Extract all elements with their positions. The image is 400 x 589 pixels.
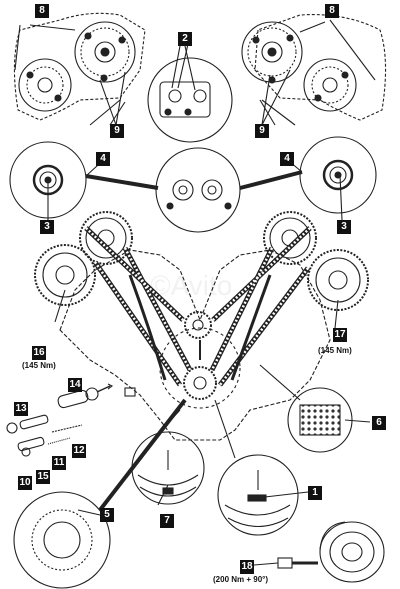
callout-4-left: 4 bbox=[96, 152, 110, 166]
right-camshaft-seal-detail bbox=[299, 136, 377, 214]
callout-16: 16 bbox=[32, 346, 46, 360]
callout-12: 12 bbox=[72, 444, 86, 458]
callout-18: 18 bbox=[240, 560, 254, 574]
torque-17: (145 Nm) bbox=[318, 346, 352, 355]
callout-9-right: 9 bbox=[255, 124, 269, 138]
timing-chains bbox=[84, 226, 312, 387]
callout-3-left: 3 bbox=[40, 220, 54, 234]
crank-sprocket-marks-detail bbox=[13, 398, 187, 589]
callout-17: 17 bbox=[333, 328, 347, 342]
crankshaft-sprocket bbox=[183, 366, 217, 400]
callout-5: 5 bbox=[100, 508, 114, 522]
callout-2: 2 bbox=[178, 32, 192, 46]
crankshaft-pulley bbox=[319, 521, 385, 583]
callout-8-left: 8 bbox=[35, 4, 49, 18]
timing-mark-detail-left bbox=[131, 409, 205, 505]
left-exhaust-camshaft-sprocket bbox=[79, 211, 133, 265]
callout-3-right: 3 bbox=[337, 220, 351, 234]
callout-8-right: 8 bbox=[325, 4, 339, 18]
callout-14: 14 bbox=[68, 378, 82, 392]
callout-7: 7 bbox=[160, 514, 174, 528]
crankshaft-bolt bbox=[277, 557, 318, 569]
callout-1: 1 bbox=[308, 486, 322, 500]
timing-mark-detail-right bbox=[214, 399, 299, 536]
callout-15: 15 bbox=[36, 470, 50, 484]
top-right-camshaft-sprockets bbox=[241, 14, 387, 121]
watermark: ©Avito bbox=[150, 270, 233, 301]
chain-tensioner-parts bbox=[6, 383, 136, 457]
callout-6: 6 bbox=[372, 416, 386, 430]
torque-16: (145 Nm) bbox=[22, 361, 56, 370]
idler-sprocket bbox=[184, 311, 212, 339]
callout-13: 13 bbox=[14, 402, 28, 416]
chain-detail-right bbox=[259, 364, 353, 453]
left-intake-camshaft-sprocket bbox=[34, 244, 96, 306]
callout-4-right: 4 bbox=[280, 152, 294, 166]
center-seal-detail bbox=[155, 147, 241, 233]
top-left-camshaft-sprockets bbox=[13, 12, 146, 121]
center-top-detail bbox=[147, 45, 233, 143]
leader-lines bbox=[47, 43, 371, 566]
callout-10: 10 bbox=[18, 476, 32, 490]
callout-11: 11 bbox=[52, 456, 66, 470]
callout-9-left: 9 bbox=[110, 124, 124, 138]
torque-18: (200 Nm + 90°) bbox=[213, 575, 269, 584]
right-exhaust-camshaft-sprocket bbox=[263, 211, 317, 265]
